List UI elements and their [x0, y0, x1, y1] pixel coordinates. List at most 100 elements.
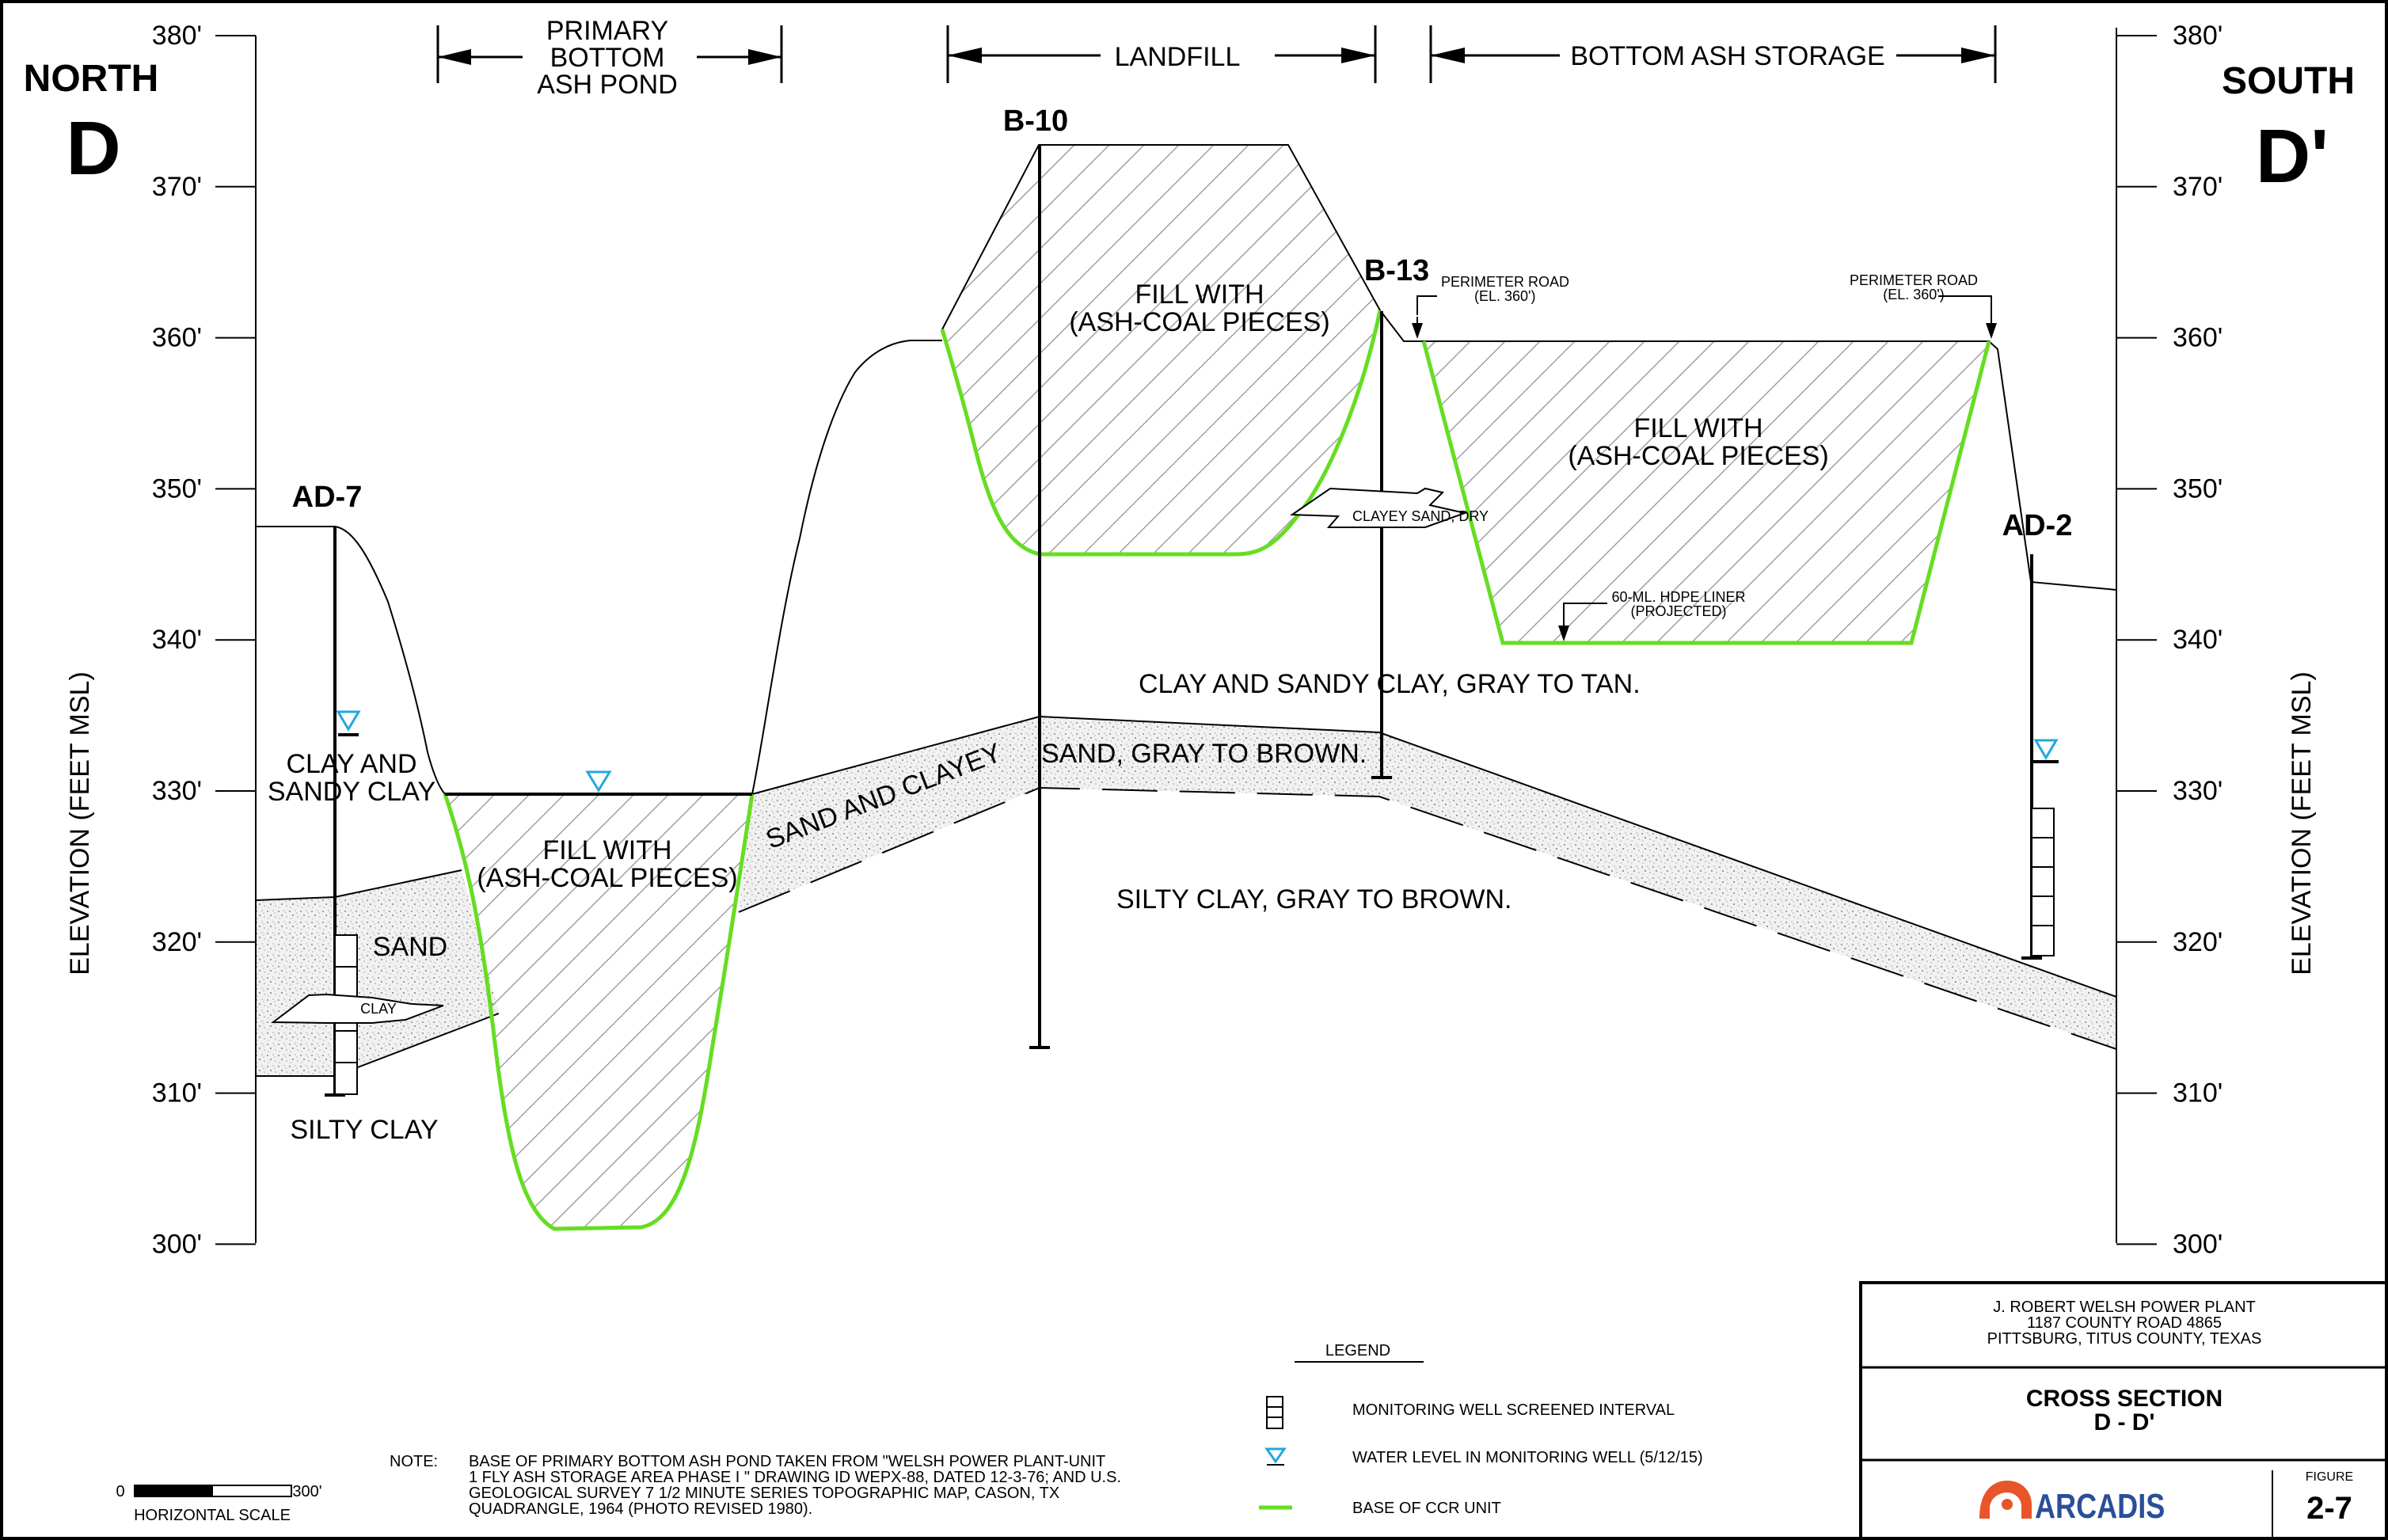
sand-layer-left [256, 870, 499, 1076]
left-axis-title: ELEVATION (FEET MSL) [65, 671, 95, 975]
left-axis-ticks: 380' 370' 360' 350' 340' 330' 320' 310' 300' [152, 21, 256, 1259]
legend-well-screen-label: MONITORING WELL SCREENED INTERVAL [1352, 1401, 1675, 1419]
boring-ad7-label: AD-7 [292, 481, 363, 514]
ash-pond-label-1: PRIMARY [546, 16, 668, 46]
legend-well-screen-icon [1266, 1396, 1283, 1429]
horizontal-scale-bar [134, 1485, 292, 1497]
storage-extent [1429, 25, 1997, 83]
sand-top-line [751, 715, 2117, 998]
landfill-label: LANDFILL [1115, 42, 1241, 72]
perimeter-road-left-2: (EL. 360') [1474, 288, 1535, 304]
legend-title: LEGEND [1325, 1342, 1390, 1359]
left-axis-tick-label: 350' [152, 473, 202, 504]
ash-pond-label-3: ASH POND [537, 70, 678, 100]
ad2-screen [2031, 808, 2055, 956]
scale-zero: 0 [116, 1483, 124, 1500]
ash-pond-extent [436, 25, 783, 83]
figure-label: FIGURE [2306, 1470, 2353, 1484]
right-axis-tick-label: 300' [2173, 1229, 2223, 1259]
liner-label-2: (PROJECTED) [1631, 603, 1727, 619]
left-axis-tick-label: 360' [152, 323, 202, 353]
scale-max: 300' [292, 1483, 321, 1500]
ccr-base-pond [443, 793, 755, 1231]
left-axis-tick-label: 370' [152, 172, 202, 202]
right-axis-tick-label: 380' [2173, 21, 2223, 51]
title-city: PITTSBURG, TITUS COUNTY, TEXAS [1987, 1330, 2262, 1348]
label-fill-landfill-2: (ASH-COAL PIECES) [1069, 307, 1329, 337]
title-plant: J. ROBERT WELSH POWER PLANT [1993, 1299, 2256, 1316]
left-axis-tick-label: 310' [152, 1078, 202, 1108]
label-fill-pond-1: FILL WITH [542, 835, 671, 865]
right-axis-tick-label: 370' [2173, 172, 2223, 202]
legend-ccr-base-label: BASE OF CCR UNIT [1352, 1500, 1501, 1517]
perimeter-road-right-1: PERIMETER ROAD [1850, 272, 1978, 288]
note-line-1: BASE OF PRIMARY BOTTOM ASH POND TAKEN FR… [469, 1453, 1105, 1470]
label-clay-gray-tan: CLAY AND SANDY CLAY, GRAY TO TAN. [1139, 669, 1641, 699]
left-axis-tick-label: 380' [152, 21, 202, 51]
storage-label: BOTTOM ASH STORAGE [1570, 41, 1884, 71]
clayey-sand-label: CLAYEY SAND, DRY [1352, 508, 1489, 524]
note-line-3: GEOLOGICAL SURVEY 7 1/2 MINUTE SERIES TO… [469, 1485, 1059, 1502]
note-label: NOTE: [390, 1453, 438, 1470]
right-axis-tick-label: 320' [2173, 927, 2223, 957]
landfill-extent [946, 25, 1377, 83]
label-sand-clayey-right: SAND, GRAY TO BROWN. [1041, 739, 1367, 769]
clay-lens [271, 993, 444, 1024]
ash-pond-label-2: BOTTOM [550, 43, 665, 73]
company-name: ARCADIS [2035, 1487, 2165, 1526]
section-letter-d-prime: D' [2256, 114, 2329, 199]
ccr-base-storage [1421, 340, 1991, 645]
ground-surface [256, 144, 2117, 795]
left-axis-tick-label: 340' [152, 625, 202, 655]
section-letter-d: D [66, 106, 120, 191]
legend-water-level-label: WATER LEVEL IN MONITORING WELL (5/12/15) [1352, 1449, 1703, 1466]
figure-number: 2-7 [2306, 1491, 2352, 1526]
perimeter-road-right-callout [1938, 295, 1997, 339]
title-subtitle: D - D' [2093, 1409, 2154, 1435]
right-axis-tick-label: 310' [2173, 1078, 2223, 1108]
label-fill-landfill-1: FILL WITH [1135, 279, 1264, 310]
label-fill-storage-1: FILL WITH [1633, 413, 1762, 443]
right-axis-tick-label: 360' [2173, 323, 2223, 353]
clayey-sand-lens [1289, 487, 1468, 528]
note-line-4: QUADRANGLE, 1964 (PHOTO REVISED 1980). [469, 1500, 812, 1518]
boring-ad2-label: AD-2 [2002, 509, 2073, 542]
left-axis-tick-label: 330' [152, 776, 202, 806]
water-level-ad2 [2032, 739, 2059, 763]
left-axis-tick-label: 320' [152, 927, 202, 957]
label-clay-sandy-1: CLAY AND [286, 749, 416, 779]
label-fill-pond-2: (ASH-COAL PIECES) [477, 863, 737, 893]
liner-label-1: 60-ML. HDPE LINER [1611, 589, 1745, 605]
boring-b10-label: B-10 [1003, 105, 1068, 138]
fill-storage-area [1424, 341, 1989, 643]
arcadis-logo-icon [1979, 1481, 2032, 1519]
water-level-ad7 [336, 710, 361, 736]
right-axis-tick-label: 340' [2173, 625, 2223, 655]
fill-landfill-area [942, 145, 1380, 554]
sand-layer-clayey [739, 717, 2116, 1049]
title-block [1859, 1281, 2388, 1540]
label-silty-clay-gray: SILTY CLAY, GRAY TO BROWN. [1116, 884, 1512, 914]
sand-bottom-line [738, 786, 2117, 1050]
label-clay-sandy-2: SANDY CLAY [268, 777, 435, 807]
fill-pond-area [445, 794, 752, 1229]
label-sand: SAND [373, 932, 447, 962]
right-axis-tick-label: 330' [2173, 776, 2223, 806]
label-silty-clay-left: SILTY CLAY [290, 1115, 438, 1145]
perimeter-road-right-2: (EL. 360') [1883, 287, 1944, 302]
note-line-2: 1 FLY ASH STORAGE AREA PHASE I " DRAWING… [469, 1469, 1121, 1486]
clay-lens-label: CLAY [360, 1001, 397, 1017]
title-address: 1187 COUNTY ROAD 4865 [2027, 1314, 2222, 1332]
right-axis-tick-label: 350' [2173, 473, 2223, 504]
perimeter-road-left-1: PERIMETER ROAD [1441, 274, 1569, 290]
ccr-base-landfill [940, 310, 1382, 557]
left-axis-tick-label: 300' [152, 1229, 202, 1259]
perimeter-road-left-callout [1412, 295, 1437, 339]
south-label: SOUTH [2222, 60, 2355, 102]
title-main: CROSS SECTION [2026, 1386, 2223, 1412]
water-level-pond [585, 770, 612, 793]
right-axis-title: ELEVATION (FEET MSL) [2287, 671, 2317, 975]
legend-water-level-icon [1264, 1447, 1287, 1466]
